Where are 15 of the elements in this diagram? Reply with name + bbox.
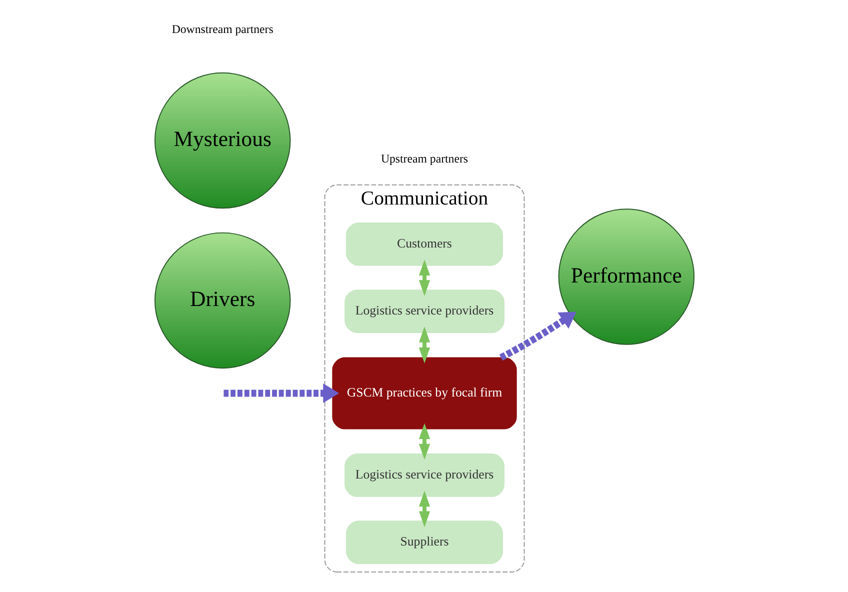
arrow: [418, 423, 430, 460]
node-box: Logistics service providers: [344, 453, 504, 497]
label: Upstream partners: [380, 151, 468, 166]
node-circle: Drivers: [154, 232, 290, 369]
arrow: [498, 312, 576, 361]
node-box: Logistics service providers: [344, 290, 504, 334]
arrow: [418, 326, 430, 364]
node-box: Suppliers: [346, 520, 502, 564]
label: Downstream partners: [171, 22, 273, 36]
arrow: [418, 260, 430, 296]
node-box: Customers: [346, 222, 502, 266]
arrow: [223, 383, 339, 404]
node-box: GSCM practices by focal firm: [332, 357, 516, 430]
arrow: [418, 490, 430, 528]
node-circle: Mysterious: [154, 72, 290, 209]
